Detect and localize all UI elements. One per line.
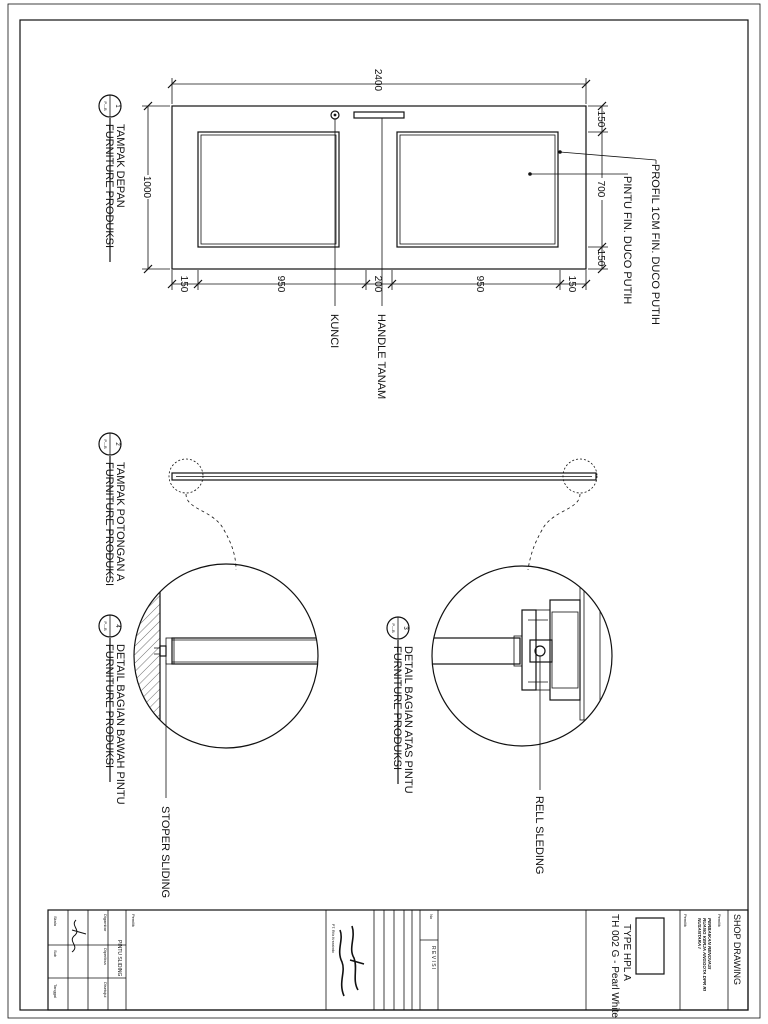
view-3-subtitle: FURNITURE PRODUKSI <box>391 646 403 770</box>
svg-text:Pemilik: Pemilik <box>683 914 688 927</box>
label-kunci: KUNCI <box>328 314 340 348</box>
view-1-title: TAMPAK DEPAN <box>114 124 126 208</box>
left-panel <box>197 131 340 248</box>
svg-text:P—B: P—B <box>103 621 108 631</box>
svg-text:P—B: P—B <box>103 101 108 111</box>
type-sub: TH 002 G - Pearl White <box>609 914 620 1018</box>
handle-recess <box>353 111 405 119</box>
view-3-top-detail: RELL SLEDING 3 P—B DETAIL BAGIAN ATAS PI… <box>386 565 613 874</box>
type-main: TYPE HPL A <box>621 924 632 981</box>
dim-right-stile: 150 <box>566 276 577 293</box>
project-line-1: PERBAIKAN RENOVASI <box>707 918 712 970</box>
view-3-title: DETAIL BAGIAN ATAS PINTU <box>402 646 414 794</box>
revisi-label: R E V I S I <box>430 946 436 969</box>
project-line-3: NUSANTARA I <box>697 918 702 949</box>
dim-left-panel: 950 <box>275 276 286 293</box>
view-2-section: 2 P—B TAMPAK POTONGAN A FURNITURE PRODUK… <box>98 432 598 586</box>
view-4-bottom-detail: STOPER SLIDING 4 P—B DETAIL BAGIAN BAWAH… <box>98 563 319 898</box>
inner-border <box>19 19 749 1011</box>
svg-text:P—B: P—B <box>391 623 396 633</box>
view-2-title: TAMPAK POTONGAN A <box>114 462 126 582</box>
dim-bottom-rail: 150 <box>595 250 606 267</box>
svg-text:Diperiksa: Diperiksa <box>103 948 108 965</box>
svg-text:Pemilik: Pemilik <box>131 914 136 927</box>
svg-text:1: 1 <box>114 104 120 108</box>
svg-text:Skala: Skala <box>53 916 58 927</box>
dim-top-rail: 150 <box>595 111 606 128</box>
right-panel <box>396 131 559 248</box>
right-panel-inner <box>399 134 556 245</box>
label-pintu: PINTU FIN. DUCO PUTIH <box>621 176 633 304</box>
outer-border <box>7 3 761 1019</box>
svg-text:Pemilik: Pemilik <box>717 914 722 927</box>
label-profil: PROFIL 1CM FIN. DUCO PUTIH <box>649 164 661 325</box>
material-swatch <box>635 917 665 975</box>
svg-text:3: 3 <box>402 626 408 630</box>
left-panel-inner <box>200 134 337 245</box>
svg-text:Digambar: Digambar <box>103 914 108 932</box>
svg-text:2: 2 <box>114 442 120 446</box>
title-block: SHOP DRAWING Pemilik PERBAIKAN RENOVASI … <box>47 909 749 1018</box>
svg-text:Sub: Sub <box>53 950 58 958</box>
dim-left-stile: 150 <box>178 276 189 293</box>
dim-center-stile: 200 <box>372 276 383 293</box>
svg-text:PT. Rifa Kreasindo: PT. Rifa Kreasindo <box>331 924 335 953</box>
label-rell: RELL SLEDING <box>533 796 545 874</box>
dim-overall-width: 2400 <box>372 69 383 92</box>
svg-text:Disetujui: Disetujui <box>103 982 108 997</box>
signature <box>71 919 87 953</box>
view-1-subtitle: FURNITURE PRODUKSI <box>103 124 115 248</box>
svg-text:Tanggal: Tanggal <box>53 984 58 998</box>
doc-type: SHOP DRAWING <box>732 914 742 985</box>
view-4-subtitle: FURNITURE PRODUKSI <box>103 644 115 768</box>
label-handle: HANDLE TANAM <box>375 314 387 399</box>
view-2-subtitle: FURNITURE PRODUKSI <box>103 462 115 586</box>
svg-text:4: 4 <box>114 624 120 628</box>
dim-panel-height: 700 <box>595 181 606 198</box>
project-line-2: RUANG KERJA ANGGOTA DPR RI <box>702 918 707 992</box>
svg-text:No: No <box>429 914 434 920</box>
label-stoper: STOPER SLIDING <box>159 806 171 898</box>
view-1-front-elevation: 2400 1000 150 700 150 <box>98 69 661 399</box>
view-4-title: DETAIL BAGIAN BAWAH PINTU <box>114 644 126 805</box>
dim-overall-height: 1000 <box>141 176 152 199</box>
firm-logo: PT. Rifa Kreasindo <box>331 924 365 997</box>
drawing-name: PINTU SLIDING <box>116 940 122 977</box>
door-outline <box>171 105 587 270</box>
svg-text:P—B: P—B <box>103 439 108 449</box>
dim-right-panel: 950 <box>474 276 485 293</box>
door-section-strip <box>171 472 597 481</box>
